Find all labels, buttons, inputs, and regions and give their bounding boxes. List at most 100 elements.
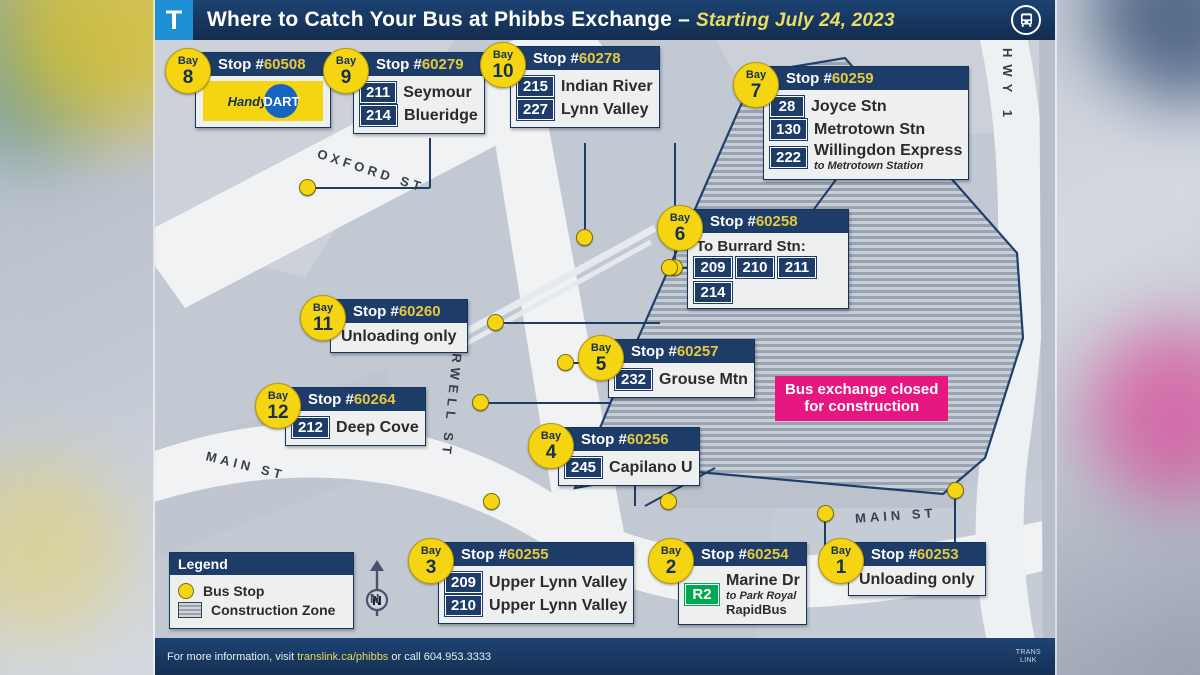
bay-card-body-2: R2 Marine Dr to Park Royal RapidBus: [679, 566, 806, 624]
bay-pin-8[interactable]: Bay 8: [165, 48, 211, 94]
bay-number: 8: [182, 66, 194, 88]
north-arrow-label: N: [370, 591, 380, 606]
stop-prefix: Stop #: [218, 56, 264, 73]
bay-number: 3: [425, 556, 437, 578]
bay-callout-11[interactable]: Bay 11 Stop #60260 Unloading only: [300, 295, 468, 353]
transit-poster: OXFORD ST ORWELL ST MAIN ST MAIN ST HWY …: [155, 0, 1055, 675]
route-badge: 214: [358, 104, 399, 127]
stop-dot-bay11[interactable]: [487, 314, 504, 331]
stop-header-12: Stop #60264: [286, 388, 425, 411]
bay-pin-1[interactable]: Bay 1: [818, 538, 864, 584]
stop-dot-bay3[interactable]: [483, 493, 500, 510]
stop-dot-bay9[interactable]: [576, 229, 593, 246]
bay-callout-2[interactable]: Bay 2 Stop #60254 R2 Marine Dr to Park R…: [648, 538, 807, 625]
stop-dot-bay5[interactable]: [557, 354, 574, 371]
bay-card-body-7: 28 Joyce Stn 130 Metrotown Stn 222 Willi…: [764, 90, 969, 179]
route-badge-grid: 209 210 211 214: [693, 256, 842, 304]
stop-prefix: Stop #: [871, 546, 917, 563]
bay-card-body-11: Unloading only: [331, 323, 467, 352]
bay-callout-1[interactable]: Bay 1 Stop #60253 Unloading only: [818, 538, 986, 596]
bay-pin-6[interactable]: Bay 6: [657, 205, 703, 251]
footer-text-after: or call 604.953.3333: [388, 650, 492, 663]
bay-pin-11[interactable]: Bay 11: [300, 295, 346, 341]
legend-item-label: Construction Zone: [211, 602, 336, 618]
bay-callout-12[interactable]: Bay 12 Stop #60264 212 Deep Cove: [255, 383, 426, 446]
bay-card-9: Stop #60279 211 Seymour 214 Blueridge: [353, 52, 485, 134]
route-row: 232 Grouse Mtn: [613, 368, 748, 391]
bay-card-1: Stop #60253 Unloading only: [848, 542, 986, 596]
stop-number: 60260: [398, 303, 441, 320]
title-date: Starting July 24, 2023: [696, 10, 895, 31]
stop-header-9: Stop #60279: [354, 53, 484, 76]
bay-pin-10[interactable]: Bay 10: [480, 42, 526, 88]
route-row: 212 Deep Cove: [290, 416, 419, 439]
bay-card-body-3: 209 Upper Lynn Valley 210 Upper Lynn Val…: [439, 566, 634, 623]
stop-dot-bay4[interactable]: [660, 493, 677, 510]
bay-callout-6[interactable]: Bay 6 Stop #60258 To Burrard Stn: 209 21…: [657, 205, 849, 309]
page-title: Where to Catch Your Bus at Phibbs Exchan…: [207, 8, 895, 32]
bay-callout-7[interactable]: Bay 7 Stop #60259 28 Joyce Stn 130 Metro…: [733, 62, 970, 180]
legend-title: Legend: [170, 553, 353, 575]
route-destination: Metrotown Stn: [814, 120, 926, 138]
stop-dot-bay2[interactable]: [817, 505, 834, 522]
bay-note: Unloading only: [859, 571, 975, 588]
bay-card-12: Stop #60264 212 Deep Cove: [285, 387, 426, 446]
bay-card-10: Stop #60278 215 Indian River 227 Lynn Va…: [510, 46, 660, 128]
bay-pin-5[interactable]: Bay 5: [578, 335, 624, 381]
bay-card-body-8: Handy DART: [196, 76, 330, 127]
stop-prefix: Stop #: [786, 70, 832, 87]
bay-pin-3[interactable]: Bay 3: [408, 538, 454, 584]
bay-card-3: Stop #60255 209 Upper Lynn Valley 210 Up…: [438, 542, 635, 624]
bay-pin-9[interactable]: Bay 9: [323, 48, 369, 94]
bay-pin-4[interactable]: Bay 4: [528, 423, 574, 469]
bay-number: 9: [340, 66, 352, 88]
stop-header-10: Stop #60278: [511, 47, 659, 70]
stop-dot-bay1[interactable]: [947, 482, 964, 499]
route-badge: 211: [777, 256, 817, 279]
bay-pin-12[interactable]: Bay 12: [255, 383, 301, 429]
footer-link[interactable]: translink.ca/phibbs: [297, 650, 389, 663]
stop-dot-bay6[interactable]: [661, 259, 678, 276]
bay-word: Bay: [177, 54, 199, 67]
bay-callout-8[interactable]: Bay 8 Stop #60508 Handy DART: [165, 48, 331, 128]
route-badge: 245: [563, 456, 604, 479]
translink-wordmark-line2: LINK: [1020, 657, 1037, 665]
route-destination: Grouse Mtn: [659, 370, 748, 388]
route-subtext: to Metrotown Station: [814, 160, 924, 172]
stop-prefix: Stop #: [701, 546, 747, 563]
stop-prefix: Stop #: [581, 431, 627, 448]
route-badge: 209: [693, 256, 733, 279]
route-badge-rapidbus: R2: [684, 583, 720, 606]
bay-number: 11: [312, 313, 334, 335]
bay-callout-10[interactable]: Bay 10 Stop #60278 215 Indian River 227 …: [480, 42, 660, 128]
stop-prefix: Stop #: [353, 303, 399, 320]
route-row: 227 Lynn Valley: [515, 98, 653, 121]
stop-dot-bay12[interactable]: [472, 394, 489, 411]
stop-prefix: Stop #: [376, 56, 422, 73]
translink-wordmark: TRANS LINK: [1016, 649, 1041, 665]
bay-pin-2[interactable]: Bay 2: [648, 538, 694, 584]
svg-text:N: N: [372, 593, 381, 608]
stop-number: 60508: [263, 56, 306, 73]
construction-closed-banner: Bus exchange closed for construction: [775, 376, 949, 421]
stop-prefix: Stop #: [631, 343, 677, 360]
bay-number: 1: [835, 556, 847, 578]
stop-header-8: Stop #60508: [196, 53, 330, 76]
stop-dot-bay8[interactable]: [299, 179, 316, 196]
bay-number: 12: [267, 401, 289, 423]
stop-number: 60264: [353, 391, 396, 408]
bay-callout-9[interactable]: Bay 9 Stop #60279 211 Seymour 214 Blueri…: [323, 48, 485, 134]
construction-zone-icon: [178, 602, 202, 618]
bay-pin-7[interactable]: Bay 7: [733, 62, 779, 108]
closed-banner-line2: for construction: [804, 398, 920, 416]
bay-card-body-6: To Burrard Stn: 209 210 211 214: [688, 233, 848, 308]
bay-callout-4[interactable]: Bay 4 Stop #60256 245 Capilano U: [528, 423, 700, 486]
stop-number: 60257: [676, 343, 719, 360]
stop-header-4: Stop #60256: [559, 428, 699, 451]
bay-callout-5[interactable]: Bay 5 Stop #60257 232 Grouse Mtn: [578, 335, 755, 398]
bay-note: Unloading only: [341, 328, 457, 345]
route-row: 210 Upper Lynn Valley: [443, 594, 627, 617]
handydart-logo: Handy DART: [203, 81, 323, 121]
bay-callout-3[interactable]: Bay 3 Stop #60255 209 Upper Lynn Valley …: [408, 538, 635, 624]
route-destination: Lynn Valley: [561, 100, 649, 118]
